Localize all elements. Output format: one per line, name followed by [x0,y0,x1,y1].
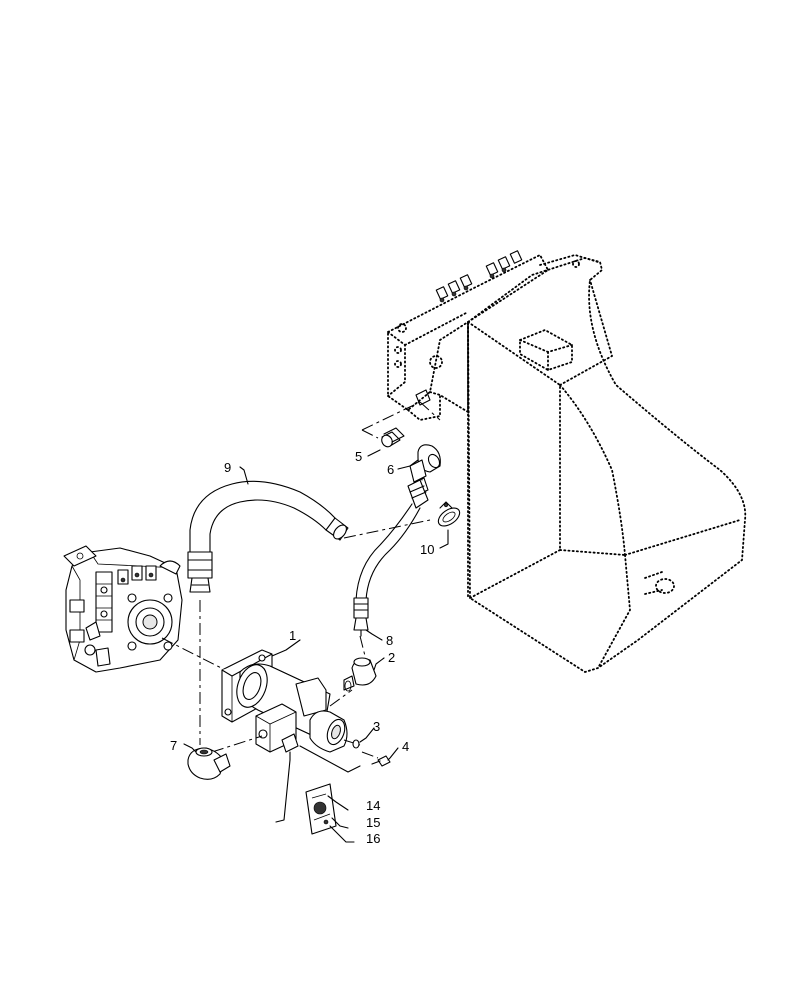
callout-2: 2 [388,650,395,665]
elbow-fitting-2 [343,657,377,692]
callout-16: 16 [366,831,380,846]
callout-5: 5 [355,449,362,464]
hydraulic-tank [467,254,747,673]
callout-10: 10 [420,542,434,557]
callout-15: 15 [366,815,380,830]
callout-4: 4 [402,739,409,754]
callout-1: 1 [289,628,296,643]
hose-assembly-8 [353,459,429,637]
screw-4 [371,755,391,767]
hose-clamp-10 [437,501,461,527]
valve-assembly-1 [221,649,348,761]
decal-14-15-16 [305,783,337,835]
hydraulic-pump [63,545,183,673]
hose-assembly-9 [187,480,349,593]
callout-6: 6 [387,462,394,477]
callout-14: 14 [366,798,380,813]
callout-7: 7 [170,738,177,753]
callout-3: 3 [373,719,380,734]
callout-9: 9 [224,460,231,475]
callout-leaders [183,449,449,761]
adapter-fitting-5 [381,427,405,448]
washer-3 [352,739,360,749]
elbow-fitting-7 [187,747,231,780]
control-valve-block [387,250,550,421]
callout-8: 8 [386,633,393,648]
